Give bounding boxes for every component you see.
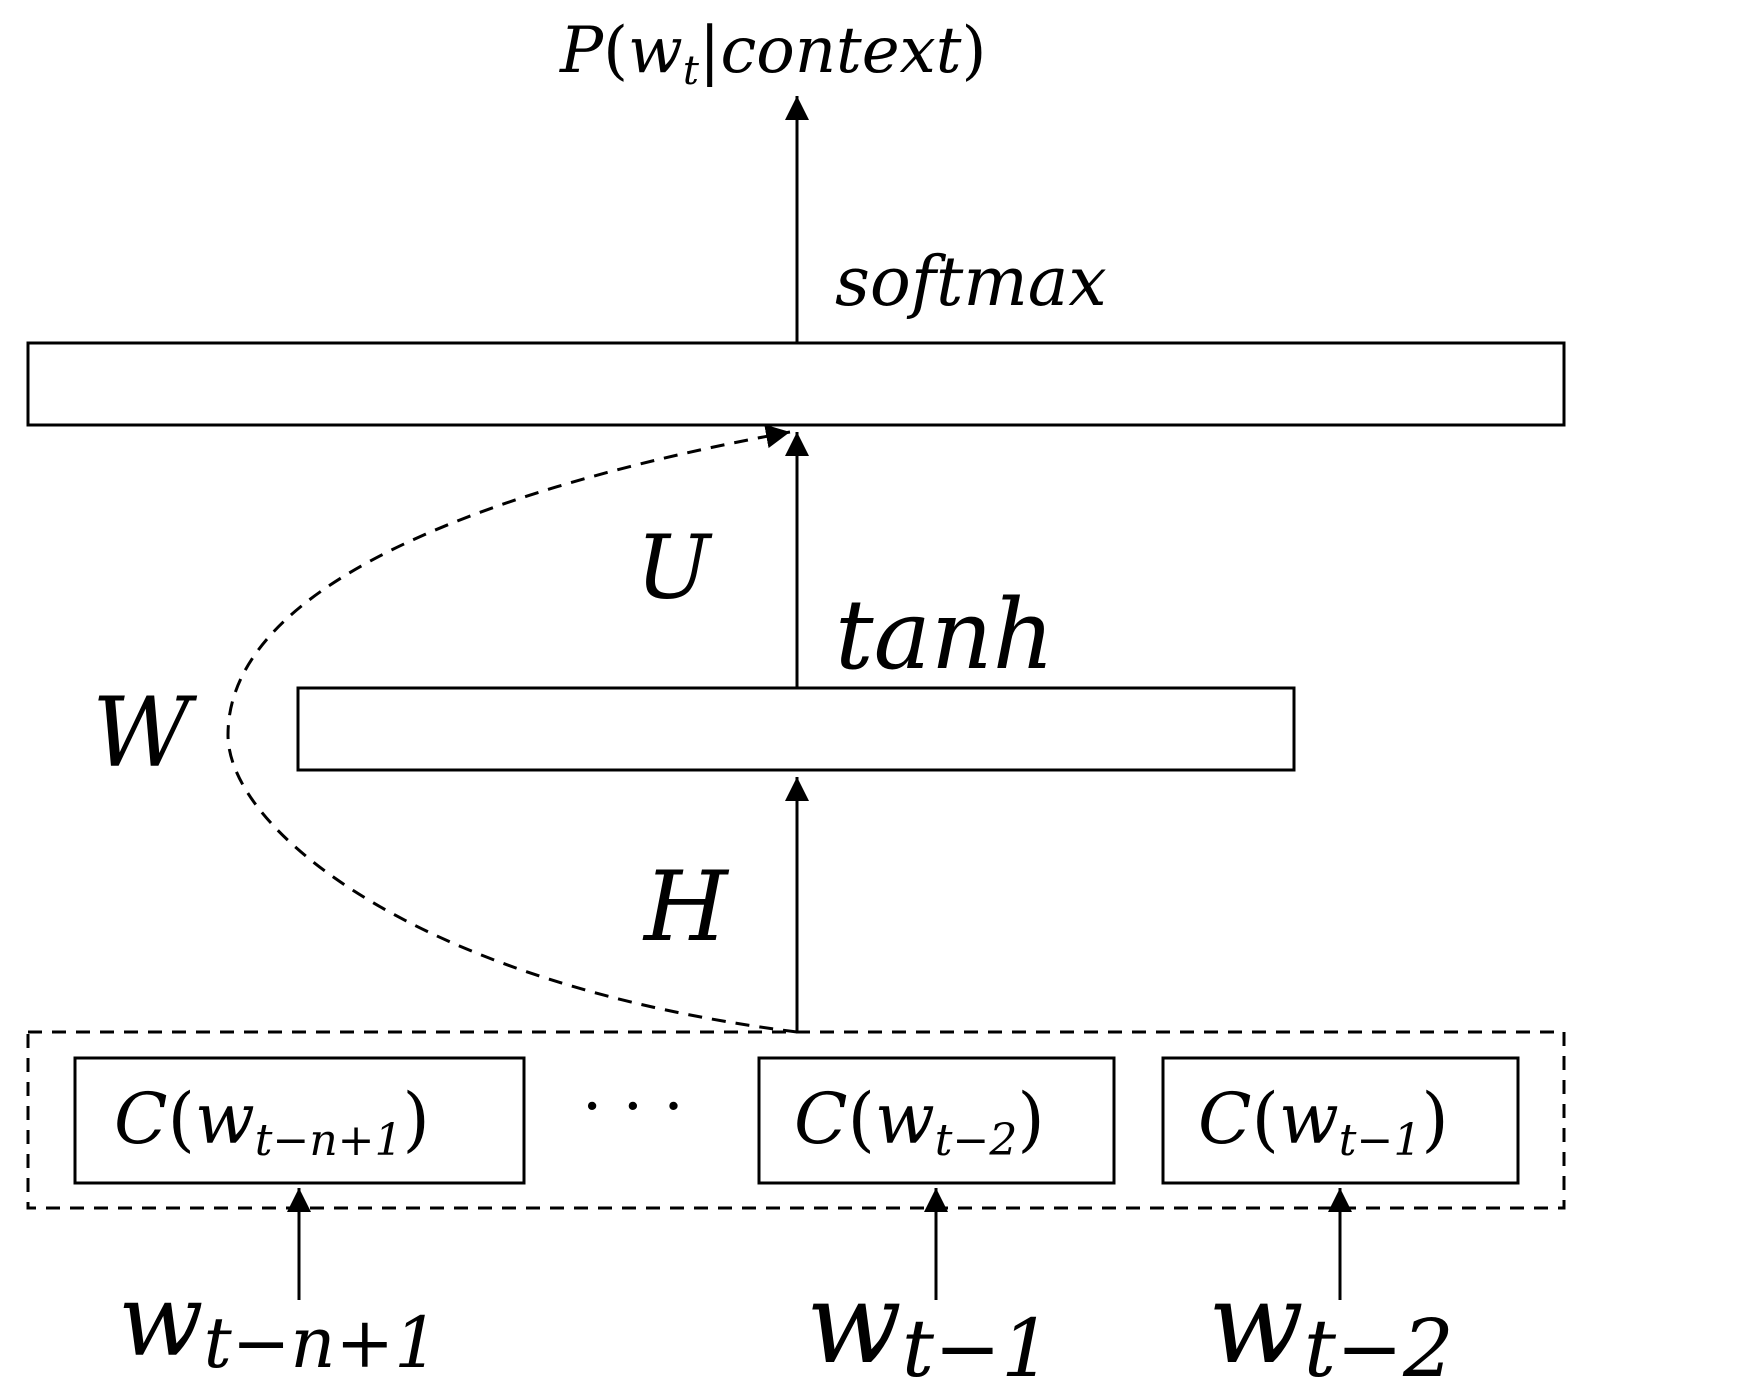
h-label: H <box>642 851 730 963</box>
u-label: U <box>636 516 713 619</box>
softmax-label: softmax <box>835 243 1107 322</box>
w-label: W <box>92 677 198 789</box>
output-probability-label: P(wt|context) <box>559 14 986 94</box>
embedding-box-1 <box>73 1056 526 1185</box>
input-word-3: wt−2 <box>1208 1259 1454 1392</box>
embedding-label-2: C(wt−2) <box>794 1078 1045 1166</box>
ellipsis: · · · <box>582 1070 684 1144</box>
input-word-1: wt−n+1 <box>118 1262 439 1384</box>
hidden-layer-box <box>296 686 1296 772</box>
direct-connection-curve <box>226 424 798 1034</box>
embedding-box-3 <box>1161 1056 1520 1185</box>
output-layer-box <box>26 341 1566 427</box>
embedding-box-2 <box>757 1056 1116 1185</box>
embedding-label-1: C(wt−n+1) <box>114 1078 430 1166</box>
concat-box <box>26 1030 1566 1210</box>
input-word-2: wt−1 <box>806 1259 1052 1392</box>
embedding-label-3: C(wt−1) <box>1198 1078 1449 1166</box>
tanh-label: tanh <box>835 579 1054 691</box>
